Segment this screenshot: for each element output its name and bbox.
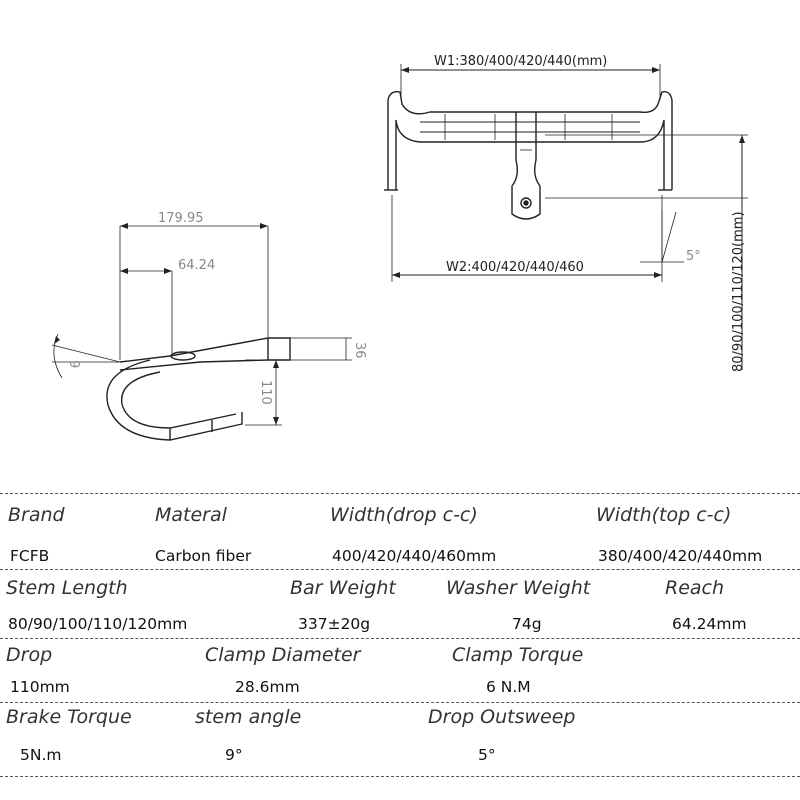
spec-value-clamp-torque: 6 N.M bbox=[486, 678, 531, 696]
stem-length-label: 80/90/100/110/120(mm) bbox=[731, 211, 746, 372]
side-angle-label: 9 bbox=[66, 360, 81, 368]
spec-value-washer-weight: 74g bbox=[512, 615, 542, 633]
spec-header-drop: Drop bbox=[6, 644, 53, 666]
spec-value-brand: FCFB bbox=[10, 547, 50, 565]
spec-value-stem-angle: 9° bbox=[225, 746, 243, 764]
spec-header-brake-torque: Brake Torque bbox=[6, 706, 132, 728]
side-view bbox=[51, 223, 352, 441]
spec-header-drop-outsweep: Drop Outsweep bbox=[428, 706, 576, 728]
divider-line bbox=[0, 569, 800, 570]
drop-width-label: W2:400/420/440/460 bbox=[446, 260, 584, 275]
front-view bbox=[384, 64, 748, 370]
spec-header-stem-angle: stem angle bbox=[195, 706, 302, 728]
spec-header-material: Materal bbox=[155, 504, 227, 526]
spec-header-clamp-torque: Clamp Torque bbox=[452, 644, 584, 666]
spec-value-stem-length: 80/90/100/110/120mm bbox=[8, 615, 188, 633]
spec-value-material: Carbon fiber bbox=[155, 547, 252, 565]
spec-value-drop: 110mm bbox=[10, 678, 70, 696]
divider-line bbox=[0, 776, 800, 777]
spec-header-width-drop: Width(drop c-c) bbox=[330, 504, 478, 526]
divider-line bbox=[0, 638, 800, 639]
side-total-label: 179.95 bbox=[158, 211, 204, 226]
spec-header-clamp-diameter: Clamp Diameter bbox=[205, 644, 361, 666]
spec-header-washer-weight: Washer Weight bbox=[446, 577, 591, 599]
spec-header-bar-weight: Bar Weight bbox=[290, 577, 396, 599]
spec-value-drop-outsweep: 5° bbox=[478, 746, 496, 764]
spec-value-bar-weight: 337±20g bbox=[298, 615, 371, 633]
spec-header-width-top: Width(top c-c) bbox=[596, 504, 732, 526]
top-width-label: W1:380/400/420/440(mm) bbox=[434, 54, 607, 69]
spec-value-brake-torque: 5N.m bbox=[20, 746, 62, 764]
handlebar-technical-drawing: W1:380/400/420/440(mm) W2:400/420/440/46… bbox=[51, 54, 748, 441]
divider-line bbox=[0, 493, 800, 494]
divider-line bbox=[0, 702, 800, 703]
side-drop-label: 110 bbox=[258, 380, 273, 405]
side-height-label: 36 bbox=[352, 342, 367, 359]
spec-header-stem-length: Stem Length bbox=[6, 577, 128, 599]
spec-value-reach: 64.24mm bbox=[672, 615, 747, 633]
spec-value-width-drop: 400/420/440/460mm bbox=[332, 547, 497, 565]
spec-header-reach: Reach bbox=[665, 577, 725, 599]
side-reach-label: 64.24 bbox=[178, 258, 215, 273]
spec-value-width-top: 380/400/420/440mm bbox=[598, 547, 763, 565]
spec-header-brand: Brand bbox=[8, 504, 65, 526]
spec-value-clamp-diameter: 28.6mm bbox=[235, 678, 300, 696]
outsweep-label: 5° bbox=[686, 249, 701, 264]
